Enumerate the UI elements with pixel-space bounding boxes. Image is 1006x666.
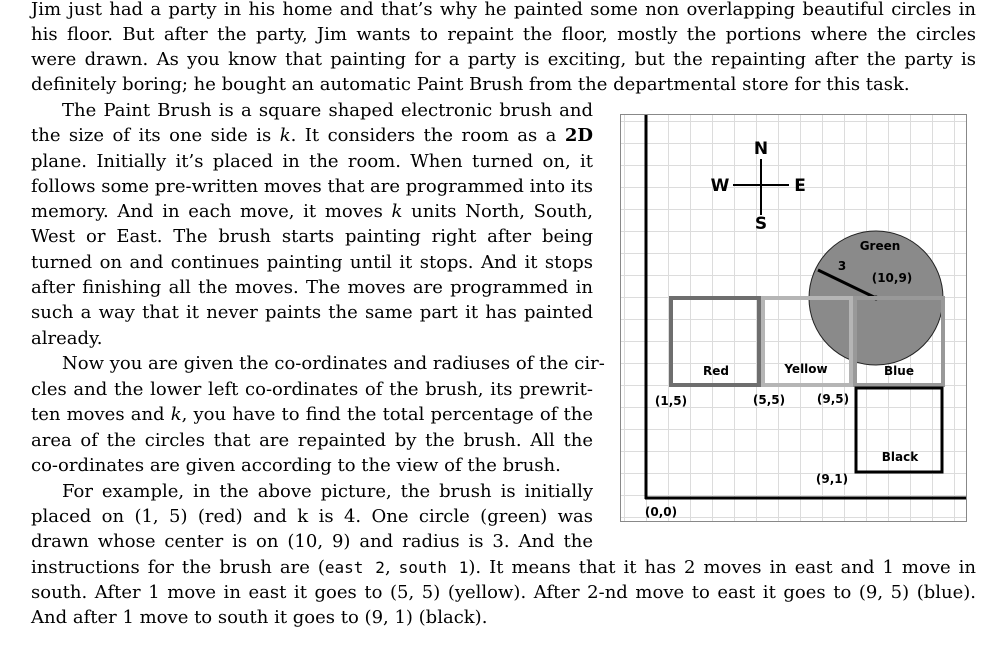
coord-5-5: (5,5) (753, 393, 785, 407)
yellow-label: Yellow (783, 362, 827, 376)
paragraph-line: turned on and continues painting until i… (31, 252, 593, 273)
green-label: Green (860, 239, 901, 253)
black-square (854, 386, 944, 474)
red-label: Red (703, 364, 729, 378)
brush-diagram: N S W E Green (10,9) 3 Red Yellow Blue B… (620, 114, 967, 522)
paragraph-line: the size of its one side is k. It consid… (31, 125, 593, 146)
paragraph-line: drawn whose center is on (10, 9) and rad… (31, 531, 593, 552)
paragraph-line: And after 1 move to south it goes to (9,… (31, 607, 488, 628)
paragraph-line: cles and the lower left co-ordinates of … (31, 379, 593, 400)
paragraph-line: after finishing all the moves. The moves… (31, 277, 593, 298)
circle-center-label: (10,9) (872, 271, 913, 285)
radius-label: 3 (838, 259, 846, 273)
paragraph-line: placed on (1, 5) (red) and k is 4. One c… (31, 506, 593, 527)
coord-9-5: (9,5) (817, 392, 849, 406)
paragraph-line: The Paint Brush is a square shaped elect… (62, 100, 593, 121)
blue-square (853, 296, 945, 387)
compass-north: N (754, 139, 768, 159)
paragraph-line: were drawn. As you know that painting fo… (31, 49, 976, 70)
paragraph-line: memory. And in each move, it moves k uni… (31, 201, 593, 222)
paragraph-line: his floor. But after the party, Jim want… (31, 24, 976, 45)
paragraph-line: instructions for the brush are (east 2, … (31, 557, 976, 578)
red-square (669, 296, 761, 387)
paragraph-line: already. (31, 328, 103, 349)
compass-south: S (755, 214, 767, 234)
paragraph-line: follows some pre-written moves that are … (31, 176, 593, 197)
paragraph-line: co-ordinates are given according to the … (31, 455, 561, 476)
coord-9-1: (9,1) (816, 472, 848, 486)
paragraph-line: south. After 1 move in east it goes to (… (31, 582, 976, 603)
black-label: Black (882, 450, 919, 464)
paragraph-line: ten moves and k, you have to find the to… (31, 404, 593, 425)
paragraph-line: For example, in the above picture, the b… (62, 481, 593, 502)
compass-west: W (711, 176, 730, 196)
paragraph-line: definitely boring; he bought an automati… (31, 74, 910, 95)
paragraph-line: such a way that it never paints the same… (31, 302, 593, 323)
diagram-svg: N S W E Green (10,9) 3 Red Yellow Blue B… (644, 115, 966, 519)
blue-label: Blue (884, 364, 914, 378)
coord-origin: (0,0) (645, 505, 677, 519)
paragraph-line: area of the circles that are repainted b… (31, 430, 593, 451)
paragraph-line: Now you are given the co-ordinates and r… (62, 353, 605, 374)
coord-1-5: (1,5) (655, 394, 687, 408)
paragraph-line: Jim just had a party in his home and tha… (31, 0, 976, 20)
paragraph-line: plane. Initially it’s placed in the room… (31, 151, 593, 172)
yellow-square (761, 296, 853, 387)
radius-line (817, 268, 877, 300)
compass-east: E (794, 176, 806, 196)
paragraph-line: West or East. The brush starts painting … (31, 226, 593, 247)
